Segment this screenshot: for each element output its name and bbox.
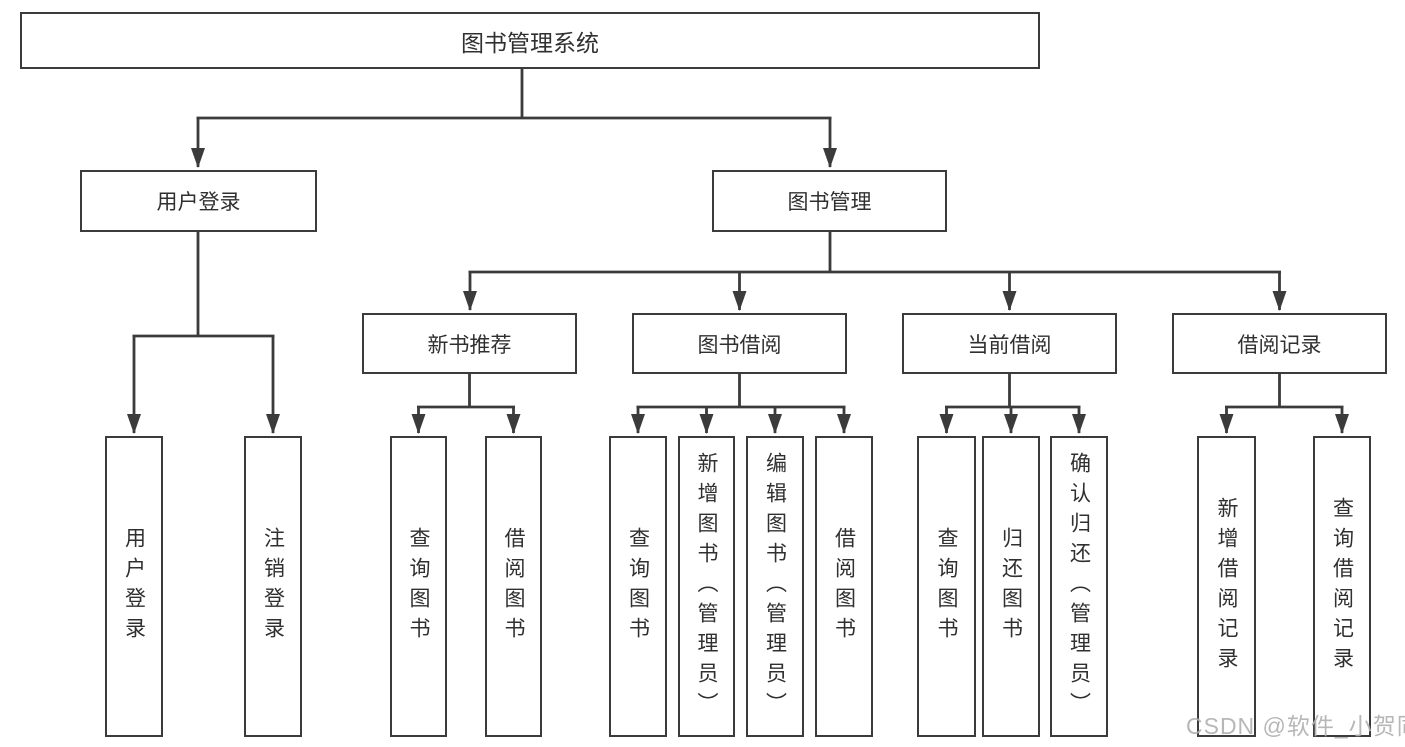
leaf-return-books: 归还图书 bbox=[982, 436, 1040, 737]
node-borrowing-records: 借阅记录 bbox=[1172, 313, 1387, 374]
node-label: 编辑图书（管理员） bbox=[763, 451, 787, 722]
node-library-management-system: 图书管理系统 bbox=[20, 12, 1040, 69]
node-label: 图书管理系统 bbox=[461, 29, 599, 56]
leaf-query-books-recommend: 查询图书 bbox=[390, 436, 447, 737]
node-label: 新增借阅记录 bbox=[1215, 496, 1238, 677]
node-label: 用户登录 bbox=[122, 526, 146, 647]
node-label: 当前借阅 bbox=[967, 333, 1052, 357]
leaf-user-login: 用户登录 bbox=[105, 436, 163, 737]
node-new-book-recommendation: 新书推荐 bbox=[362, 313, 577, 374]
node-label: 查询图书 bbox=[626, 526, 650, 647]
watermark: CSDN @软件_小贺同学 bbox=[1186, 713, 1405, 739]
node-book-borrowing: 图书借阅 bbox=[632, 313, 847, 374]
leaf-query-borrow-record: 查询借阅记录 bbox=[1313, 436, 1371, 737]
leaf-edit-book-admin: 编辑图书（管理员） bbox=[746, 436, 804, 737]
node-label: 查询图书 bbox=[407, 526, 430, 647]
leaf-add-borrow-record: 新增借阅记录 bbox=[1197, 436, 1256, 737]
leaf-logout: 注销登录 bbox=[244, 436, 302, 737]
node-book-management: 图书管理 bbox=[712, 170, 947, 232]
leaf-add-book-admin: 新增图书（管理员） bbox=[678, 436, 735, 737]
node-label: 借阅图书 bbox=[832, 526, 856, 647]
node-label: 查询借阅记录 bbox=[1330, 496, 1354, 677]
node-label: 图书管理 bbox=[787, 191, 872, 214]
leaf-confirm-return-admin: 确认归还（管理员） bbox=[1050, 436, 1108, 737]
node-label: 借阅记录 bbox=[1237, 333, 1322, 357]
leaf-query-books-borrowing: 查询图书 bbox=[609, 436, 667, 737]
leaf-query-books-current: 查询图书 bbox=[917, 436, 976, 737]
node-user-login: 用户登录 bbox=[80, 170, 317, 232]
node-label: 归还图书 bbox=[999, 526, 1023, 647]
node-label: 新增图书（管理员） bbox=[695, 451, 718, 722]
node-label: 注销登录 bbox=[261, 526, 285, 647]
node-current-borrowing: 当前借阅 bbox=[902, 313, 1117, 374]
node-label: 确认归还（管理员） bbox=[1067, 451, 1091, 722]
leaf-borrow-books-borrowing: 借阅图书 bbox=[815, 436, 873, 737]
node-label: 新书推荐 bbox=[427, 333, 512, 357]
node-label: 借阅图书 bbox=[502, 526, 525, 647]
node-label: 查询图书 bbox=[935, 526, 958, 647]
node-label: 用户登录 bbox=[156, 191, 241, 214]
leaf-borrow-books-recommend: 借阅图书 bbox=[485, 436, 542, 737]
node-label: 图书借阅 bbox=[697, 333, 782, 357]
